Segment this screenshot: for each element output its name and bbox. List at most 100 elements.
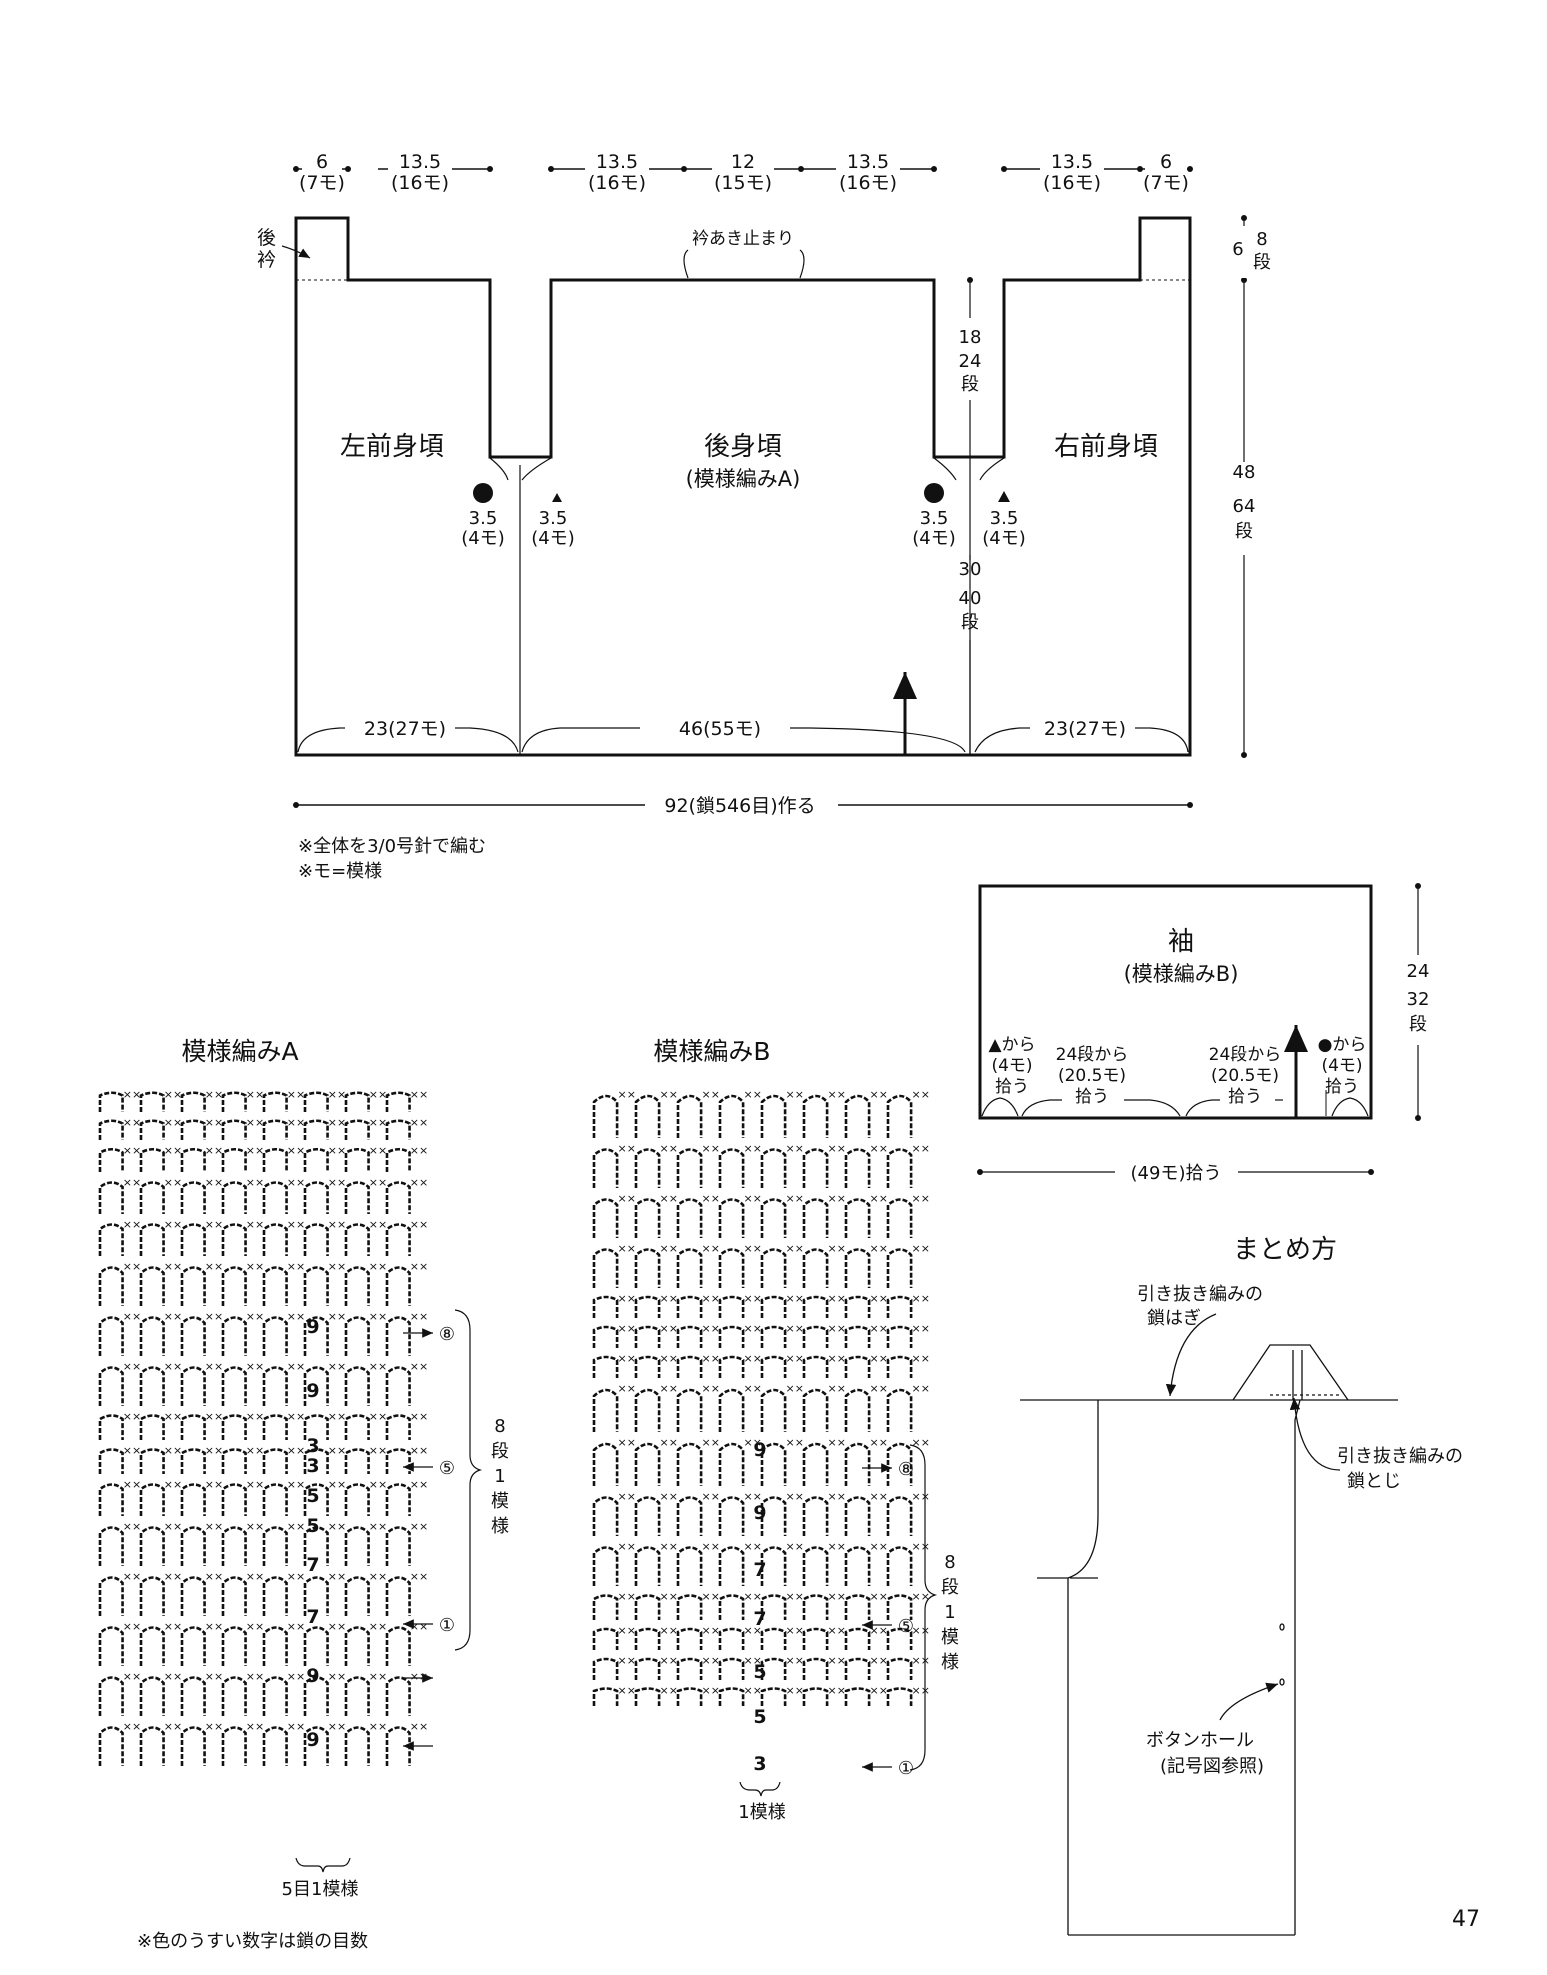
pattern-b-single-crochet: ××: [744, 1192, 762, 1205]
left-triangle-marker: [552, 493, 562, 502]
pattern-b-loop: [802, 1295, 829, 1318]
pattern-b-single-crochet: ××: [618, 1590, 636, 1603]
pattern-b-single-crochet: ××: [828, 1382, 846, 1395]
pattern-b-loop: [718, 1148, 745, 1188]
pattern-a-single-crochet: ××: [205, 1360, 223, 1373]
pattern-b-loop: [886, 1248, 913, 1288]
pattern-a-loop: [98, 1223, 124, 1256]
pattern-a-loop: [344, 1726, 370, 1766]
pattern-b-loop: [760, 1325, 787, 1348]
pattern-a-loop: [139, 1119, 165, 1140]
pattern-b-single-crochet: ××: [912, 1382, 930, 1395]
assembly-label1-line2: 鎖はぎ: [1147, 1308, 1201, 1329]
pattern-a-single-crochet: ××: [287, 1620, 305, 1633]
pattern-a-loop: [221, 1119, 247, 1140]
pattern-b-single-crochet: ××: [828, 1540, 846, 1553]
pattern-a-num-5: 5: [306, 1485, 319, 1507]
pattern-a-single-crochet: ××: [369, 1620, 387, 1633]
pattern-b-loop: [886, 1627, 913, 1650]
center-upper-rows-unit: 段: [961, 374, 979, 395]
dim-back-left-shoulder-pat: (16モ): [588, 172, 646, 194]
pattern-a-single-crochet: ××: [328, 1116, 346, 1129]
pattern-a-single-crochet: ××: [164, 1218, 182, 1231]
pattern-a-single-crochet: ××: [287, 1176, 305, 1189]
pattern-b-loop: [634, 1355, 661, 1378]
collar-stop-right-curve: [799, 249, 805, 279]
pattern-a-loop: [221, 1223, 247, 1256]
pattern-b-single-crochet: ××: [744, 1540, 762, 1553]
pattern-b-single-crochet: ××: [786, 1540, 804, 1553]
pattern-a-loop: [98, 1483, 124, 1516]
dim-back-right-shoulder-cm: 13.5: [847, 151, 889, 173]
pattern-a-loop: [221, 1626, 247, 1666]
pattern-b-loop: [760, 1442, 787, 1486]
pattern-b-loop: [718, 1248, 745, 1288]
pattern-b-single-crochet: ××: [870, 1352, 888, 1365]
pattern-a-loop: [180, 1448, 206, 1474]
bottom-left-dim: 23(27モ): [364, 718, 446, 740]
right-circle-dim-pat: (4モ): [912, 528, 956, 549]
pattern-a-loop: [98, 1726, 124, 1766]
pattern-a-loop: [139, 1576, 165, 1616]
pattern-b-single-crochet: ××: [912, 1490, 930, 1503]
pattern-a-loop: [344, 1119, 370, 1140]
pattern-b-single-crochet: ××: [618, 1382, 636, 1395]
pattern-b-num-6: 5: [753, 1706, 766, 1728]
pattern-b-loop: [634, 1442, 661, 1486]
left-circle-dim-cm: 3.5: [469, 508, 498, 529]
pattern-a-loop: [180, 1483, 206, 1516]
pattern-a-loop: [180, 1316, 206, 1356]
dim-right-collar-pat: (7モ): [1143, 172, 1189, 194]
pattern-a-row-8: ⑧: [439, 1324, 455, 1345]
pattern-a-loop: [180, 1366, 206, 1406]
pattern-b-loop: [844, 1355, 871, 1378]
pattern-a-single-crochet: ××: [205, 1570, 223, 1583]
pattern-b-single-crochet: ××: [912, 1192, 930, 1205]
left-triangle-dim-cm: 3.5: [539, 508, 568, 529]
pattern-a-single-crochet: ××: [123, 1218, 141, 1231]
pattern-b-loop: [676, 1248, 703, 1288]
pattern-a-single-crochet: ××: [369, 1570, 387, 1583]
pattern-b-loop: [592, 1148, 619, 1188]
pattern-a-single-crochet: ××: [123, 1116, 141, 1129]
pattern-b-single-crochet: ××: [702, 1192, 720, 1205]
pattern-b-loop: [718, 1198, 745, 1238]
pattern-a-loop: [344, 1223, 370, 1256]
pattern-a-single-crochet: ××: [205, 1116, 223, 1129]
pattern-b-loop: [886, 1295, 913, 1318]
pattern-a-loop: [98, 1119, 124, 1140]
pattern-a-single-crochet: ××: [328, 1310, 346, 1323]
pattern-a-loop: [262, 1414, 288, 1440]
pattern-a-single-crochet: ××: [328, 1478, 346, 1491]
pattern-b-single-crochet: ××: [660, 1292, 678, 1305]
pattern-a-single-crochet: ××: [369, 1310, 387, 1323]
right-front-label: 右前身頃: [1054, 432, 1158, 462]
pattern-a-single-crochet: ××: [287, 1218, 305, 1231]
pattern-b-loop: [676, 1355, 703, 1378]
back-collar-label-1: 後: [257, 227, 276, 249]
pattern-b-loop: [802, 1388, 829, 1432]
pattern-a-single-crochet: ××: [328, 1520, 346, 1533]
pattern-a-single-crochet: ××: [410, 1410, 428, 1423]
pattern-b-single-crochet: ××: [786, 1352, 804, 1365]
pattern-a-loop: [139, 1223, 165, 1256]
pattern-a-num-9: 9: [306, 1665, 319, 1687]
pattern-a-single-crochet: ××: [205, 1310, 223, 1323]
pattern-a-single-crochet: ××: [287, 1088, 305, 1101]
pattern-b-loop: [676, 1546, 703, 1586]
pattern-b-single-crochet: ××: [702, 1242, 720, 1255]
pattern-a-single-crochet: ××: [164, 1310, 182, 1323]
button-band: [1294, 1399, 1301, 1935]
pattern-a-loop: [262, 1266, 288, 1306]
pattern-a-loop: [180, 1414, 206, 1440]
pattern-b-num-4: 7: [753, 1608, 766, 1630]
pattern-b-loop: [802, 1687, 829, 1706]
pattern-b-loop: [718, 1325, 745, 1348]
pattern-b-loop: [592, 1388, 619, 1432]
pattern-b-loop: [718, 1687, 745, 1706]
pattern-a-loop: [262, 1147, 288, 1172]
pattern-a-loop: [303, 1147, 329, 1172]
pattern-b-stitches: ××××××××××××××××××××××××××××××××××××××××…: [592, 1088, 930, 1706]
pattern-a-loop: [344, 1676, 370, 1716]
pattern-b-loop: [844, 1496, 871, 1536]
